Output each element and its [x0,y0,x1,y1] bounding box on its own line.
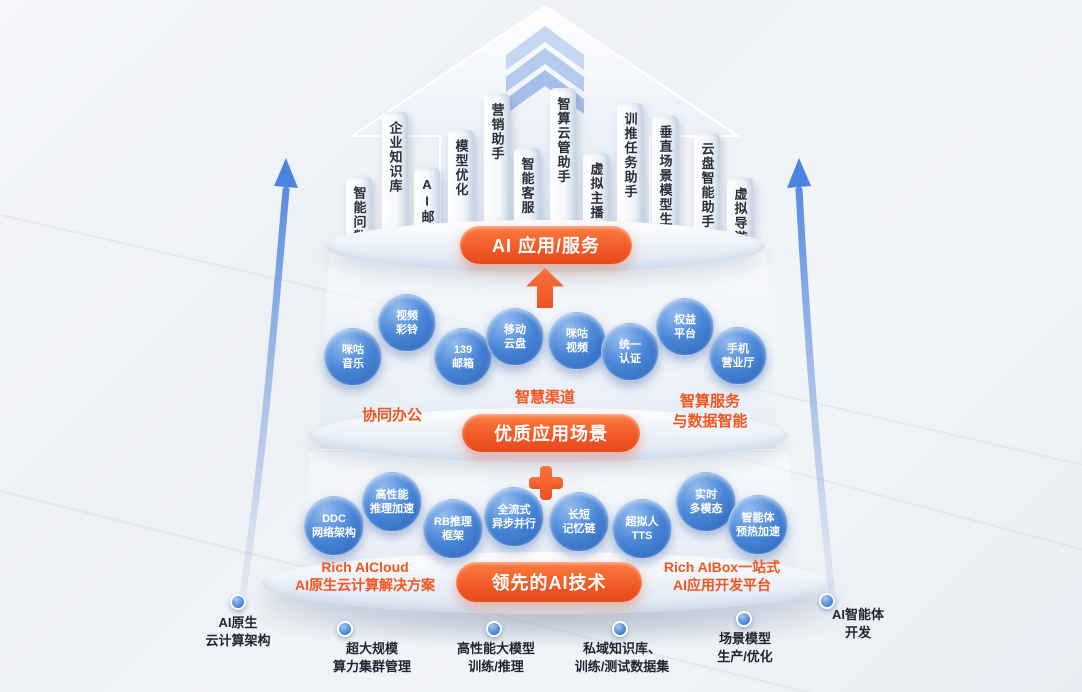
label-computing-data-intelligence: 智算服务 与数据智能 [672,393,748,430]
app-circle-mobile-clouddisk: 移动 云盘 [486,308,544,366]
footer-label-agent-dev: AI智能体 开发 [831,607,884,641]
tech-circle-realtime-multimodal: 实时 多模态 [676,472,736,532]
pillar-label: 营销助手 [489,103,505,161]
tech-circle-inference-acceleration: 高性能 推理加速 [362,472,422,532]
app-circle-rights-platform: 权益 平台 [656,298,714,356]
footer-label-cluster-mgmt: 超大规模 算力集群管理 [332,641,411,675]
pillar-label: 训推任务助手 [622,112,638,199]
growth-arrow-left-icon [236,158,298,616]
footer-label-scene-model: 场景模型 生产/优化 [717,631,773,665]
footer-dot-icon [337,621,353,637]
banner-label: 领先的AI技术 [491,573,607,593]
footer-dot-icon [230,594,246,610]
pillar-marketing-assistant: 营销助手 [484,94,510,232]
pillar-label: 模型优化 [453,139,469,197]
tech-circle-tts: 超拟人 TTS [612,499,672,559]
footer-dot-icon [612,621,628,637]
pillar-label: 智算云管助手 [555,97,571,184]
footer-dot-icon [736,611,752,627]
app-circle-unified-auth: 统一 认证 [601,323,659,381]
banner-leading-ai-tech: 领先的AI技术 [456,562,642,602]
tech-circle-memory-chain: 长短 记忆链 [549,492,609,552]
pillar-enterprise-kb: 企业知识库 [382,112,408,240]
tech-circle-ddc-network: DDC 网络架构 [304,496,364,556]
pillar-label: 云盘智能助手 [699,142,715,229]
tech-circle-full-stream-parallel: 全流式 异步并行 [484,487,544,547]
pillar-train-infer-assistant: 训推任务助手 [617,103,643,233]
label-smart-channel: 智慧渠道 [514,389,575,406]
pillar-clouddisk-assistant: 云盘智能助手 [694,133,720,241]
plus-icon [529,466,563,500]
footer-label-native-cloud: AI原生 云计算架构 [205,615,271,649]
banner-label: 优质应用场景 [494,424,608,444]
footer-dot-icon [486,621,502,637]
footer-label-private-kb: 私域知识库、 训练/测试数据集 [574,641,670,675]
banner-ai-apps-services: AI 应用/服务 [460,226,632,264]
pillar-label: 企业知识库 [387,121,403,194]
tech-circle-agent-preheat: 智能体 预热加速 [728,495,788,555]
label-rich-aicloud: Rich AICloud AI原生云计算解决方案 [295,559,435,594]
app-circle-migu-music: 咪咕 音乐 [324,328,382,386]
pillar-cloud-mgmt-assistant: 智算云管助手 [550,88,576,232]
tech-circle-rb-framework: RB推理 框架 [423,499,483,559]
banner-quality-scenarios: 优质应用场景 [462,414,640,452]
label-collaborative-office: 协同办公 [361,407,422,424]
footer-label-model-training: 高性能大模型 训练/推理 [456,641,535,675]
pillar-model-optimization: 模型优化 [448,130,474,232]
label-rich-aibox: Rich AIBox一站式 AI应用开发平台 [663,559,781,594]
banner-label: AI 应用/服务 [491,236,600,256]
app-circle-mobile-hall: 手机 营业厅 [709,327,767,385]
app-circle-video-ringtone: 视频 彩铃 [378,294,436,352]
app-circle-139-mail: 139 邮箱 [434,328,492,386]
app-circle-migu-video: 咪咕 视频 [548,312,606,370]
